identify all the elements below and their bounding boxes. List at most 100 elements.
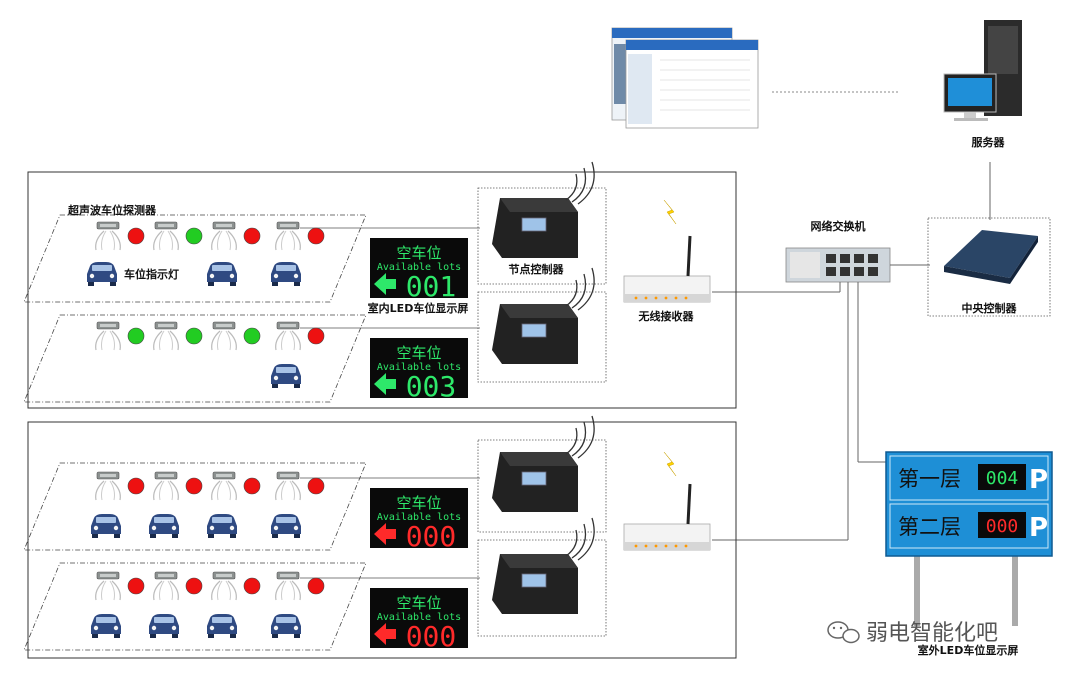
indoor-led-label: 室内LED车位显示屏 (368, 301, 469, 315)
outdoor-row-1-floor: 第一层 (898, 467, 961, 491)
watermark-text: 弱电智能化吧 (866, 621, 998, 646)
outdoor-row-2-p: P (1029, 513, 1048, 543)
router-icon (622, 234, 712, 304)
ultrasonic-detector-icon (153, 571, 179, 601)
ultrasonic-detector-icon (211, 471, 237, 501)
indicator-light-icon (185, 577, 203, 595)
led-screen-4: 空车位 Available lots 000 (370, 588, 468, 653)
left-arrow-icon (374, 373, 396, 395)
indicator-light-icon (185, 477, 203, 495)
ultrasonic-detector-icon (275, 321, 301, 351)
central-controller-label: 中央控制器 (962, 301, 1018, 315)
floor-group-1 (27, 171, 737, 409)
car-icon (207, 262, 237, 286)
led-screen-2-title: 空车位 (396, 344, 441, 362)
car-icon (271, 614, 301, 638)
indicator-light-icon (243, 227, 261, 245)
node-box-3 (477, 439, 607, 533)
indicator-light-icon (243, 327, 261, 345)
car-icon (91, 614, 121, 638)
car-icon (207, 514, 237, 538)
node-box-4 (477, 539, 607, 637)
car-icon (149, 614, 179, 638)
outdoor-sign: 第一层 004 P 第二层 000 P (885, 451, 1053, 626)
ultrasonic-detector-icon (275, 571, 301, 601)
car-icon (149, 514, 179, 538)
car-icon (91, 514, 121, 538)
car-icon (87, 262, 117, 286)
indicator-light-icon (185, 227, 203, 245)
indicator-light-icon (307, 577, 325, 595)
network-switch-icon (785, 247, 891, 283)
led-screen-4-title: 空车位 (396, 594, 441, 612)
outdoor-row-1-p: P (1029, 465, 1048, 495)
floor-group-2 (27, 421, 737, 659)
lightning-icon (663, 451, 677, 477)
node-controller-1 (491, 161, 595, 259)
lane-elements (87, 221, 325, 638)
indicator-light-icon (127, 327, 145, 345)
lane-1 (23, 214, 367, 303)
lane-2 (23, 314, 367, 403)
led-screen-2-number: 003 (406, 370, 457, 403)
lane-4 (23, 562, 367, 651)
wireless-receiver-label: 无线接收器 (638, 309, 695, 323)
wireless-signal-icon (565, 517, 595, 561)
led-screen-3-subtitle: Available lots (377, 512, 461, 523)
led-screen-3-title: 空车位 (396, 494, 441, 512)
lightning-icon (663, 199, 677, 225)
ultrasonic-detector-label: 超声波车位探测器 (67, 203, 157, 217)
ultrasonic-detector-icon (153, 471, 179, 501)
indicator-light-icon (127, 477, 145, 495)
led-screen-2: 空车位 Available lots 003 (370, 338, 468, 403)
lane-3 (23, 462, 367, 551)
left-arrow-icon (374, 623, 396, 645)
ultrasonic-detector-icon (95, 221, 121, 251)
central-controller-box (927, 217, 1051, 317)
outdoor-row-2-floor: 第二层 (898, 515, 961, 539)
software-screenshot-icon (611, 27, 759, 129)
ultrasonic-detector-icon (95, 471, 121, 501)
car-icon (271, 262, 301, 286)
led-screen-3: 空车位 Available lots 000 (370, 488, 468, 553)
ultrasonic-detector-icon (211, 321, 237, 351)
ultrasonic-detector-icon (275, 221, 301, 251)
outdoor-row-2-number: 000 (986, 516, 1019, 537)
led-screen-3-number: 000 (406, 520, 457, 553)
wireless-signal-icon (565, 161, 595, 205)
server-icon (943, 20, 1022, 121)
node-box-2 (477, 291, 607, 383)
network-switch-label: 网络交换机 (811, 219, 866, 233)
indicator-light-icon (243, 477, 261, 495)
car-icon (271, 514, 301, 538)
central-controller-icon (944, 230, 1038, 284)
wechat-icon (827, 621, 860, 644)
ultrasonic-detector-icon (95, 321, 121, 351)
node-box-1 (477, 187, 607, 285)
outdoor-row-1-number: 004 (986, 468, 1019, 489)
indicator-light-icon (307, 477, 325, 495)
outdoor-led-label: 室外LED车位显示屏 (918, 643, 1019, 657)
led-screen-2-subtitle: Available lots (377, 362, 461, 373)
led-screen-1-subtitle: Available lots (377, 262, 461, 273)
indicator-light-icon (307, 327, 325, 345)
indicator-light-label: 车位指示灯 (124, 267, 179, 281)
ultrasonic-detector-icon (211, 221, 237, 251)
ultrasonic-detector-icon (275, 471, 301, 501)
wireless-signal-icon (565, 267, 595, 311)
led-screen-4-number: 000 (406, 620, 457, 653)
left-arrow-icon (374, 273, 396, 295)
node-controller-label: 节点控制器 (509, 262, 565, 276)
indicator-light-icon (243, 577, 261, 595)
led-screen-4-subtitle: Available lots (377, 612, 461, 623)
node-controller-2 (491, 267, 595, 365)
ultrasonic-detector-icon (95, 571, 121, 601)
ultrasonic-detector-icon (153, 221, 179, 251)
indicator-light-icon (127, 227, 145, 245)
led-screen-1: 空车位 Available lots 001 (370, 238, 468, 303)
indicator-light-icon (127, 577, 145, 595)
led-screen-1-title: 空车位 (396, 244, 441, 262)
wireless-receiver-2 (622, 451, 712, 552)
indicator-light-icon (185, 327, 203, 345)
